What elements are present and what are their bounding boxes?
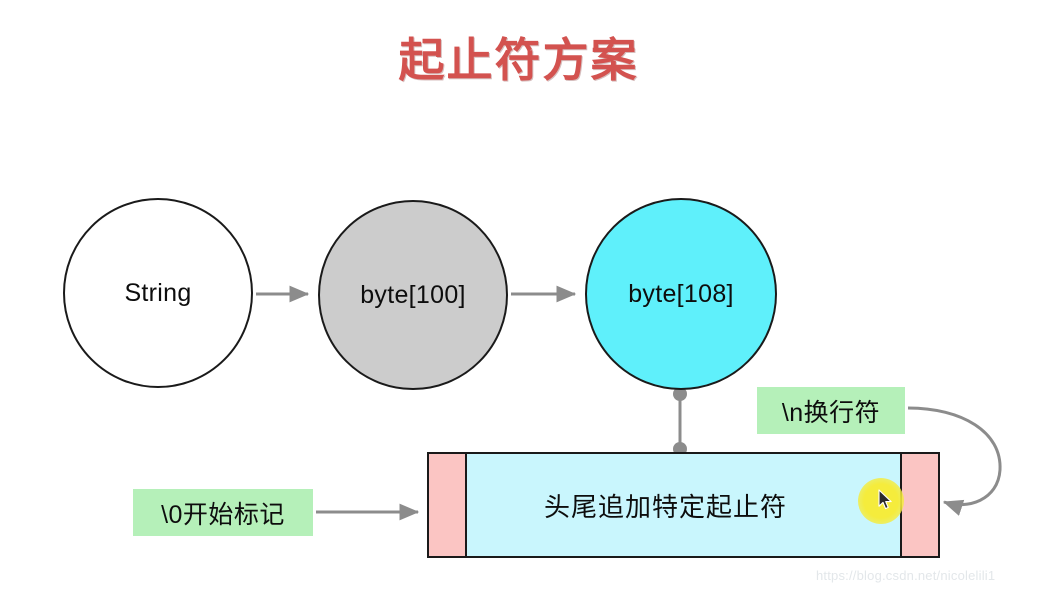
node-byte108: byte[108] [585,198,777,390]
annotation-newline-marker: \n换行符 [757,387,905,434]
buffer-rectangle: 头尾追加特定起止符 [427,452,940,558]
node-byte100-label: byte[100] [360,280,466,309]
node-byte100: byte[100] [318,200,508,390]
buffer-body: 头尾追加特定起止符 [467,454,900,556]
annotation-start-marker: \0开始标记 [133,489,313,536]
buffer-start-cap [429,454,467,556]
watermark: https://blog.csdn.net/nicolelili1 [816,568,996,583]
node-string-label: String [124,278,192,307]
buffer-end-cap [900,454,938,556]
node-string: String [63,198,253,388]
page-title: 起止符方案 [398,34,639,86]
node-byte108-label: byte[108] [628,279,734,308]
buffer-label: 头尾追加特定起止符 [543,491,787,522]
connector-byte108-to-buffer [673,387,687,456]
